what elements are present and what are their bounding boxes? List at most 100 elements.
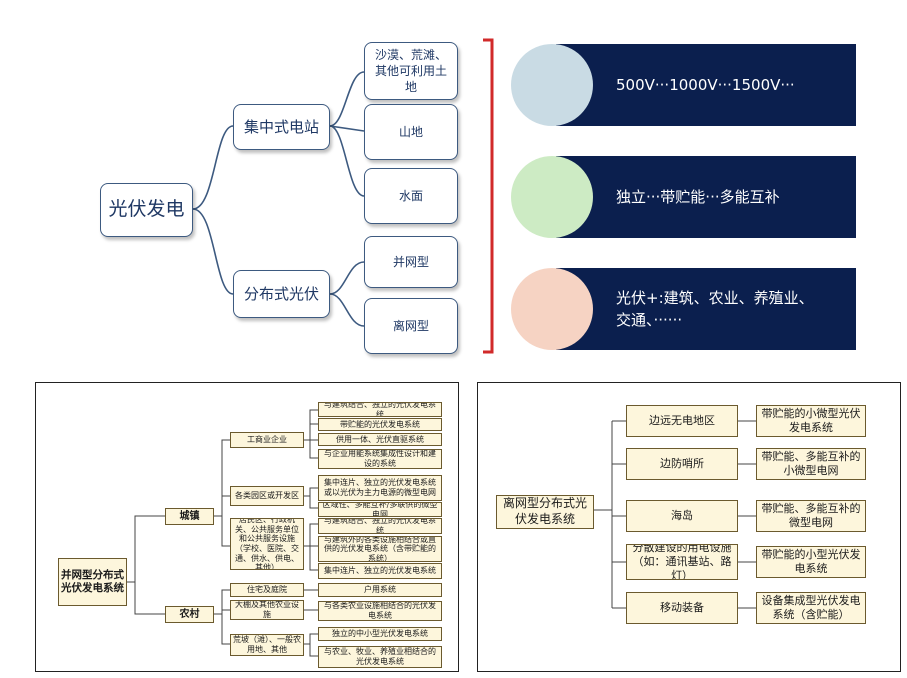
voltage-bar: 500V···1000V···1500V··· [556,44,856,126]
industry-item-1-label: 与建筑结合、独立的光伏发电系统 [324,402,436,417]
industry-item-2: 带贮能的光伏发电系统 [318,418,442,431]
storage-bar: 独立···带贮能···多能互补 [556,156,856,238]
housing-item-1: 户用系统 [318,583,442,597]
leaf-grid: 并网型 [364,236,458,288]
group-residential: 居民区、行政机关、公共服务单位和公共服务设施（学校、医院、交通、供水、供电、其他… [230,518,304,570]
park-item-1: 集中连片、独立的光伏发电系统或以光伏为主力电源的微型电网 [318,475,442,501]
leaf-offgrid: 离网型 [364,298,458,354]
place-facilities-label: 分散建设的用电设施（如：通讯基站、路灯） [632,544,732,580]
connector-centralized-water [329,125,365,197]
group-greenhouse: 大棚及其他农业设施 [230,600,304,620]
system-island-label: 带贮能、多能互补的微型电网 [761,501,861,529]
leaf-mountain-label: 山地 [398,124,423,139]
system-mobile-label: 设备集成型光伏发电系统（含贮能） [761,593,861,621]
place-facilities: 分散建设的用电设施（如：通讯基站、路灯） [626,544,738,580]
system-facilities: 带贮能的小型光伏发电系统 [756,546,866,578]
place-border: 边防哨所 [626,448,738,480]
residential-item-3: 集中连片、独立的光伏发电系统 [318,563,442,579]
offgrid-root-label: 离网型分布式光伏发电系统 [502,496,587,526]
wasteland-item-1-label: 独立的中小型光伏发电系统 [332,629,428,639]
root-label: 光伏发电 [108,198,185,221]
industry-item-1: 与建筑结合、独立的光伏发电系统 [318,402,442,417]
connector-root-distributed [192,208,234,295]
park-item-1-label: 集中连片、独立的光伏发电系统或以光伏为主力电源的微型电网 [324,478,436,497]
group-wasteland-label: 荒坡（滩）、一般农用地、其他 [233,635,301,654]
place-island: 海岛 [626,500,738,532]
distributed-node: 分布式光伏 [233,270,330,318]
system-island: 带贮能、多能互补的微型电网 [756,500,866,532]
system-facilities-label: 带贮能的小型光伏发电系统 [761,547,861,575]
connector-centralized-mountain [329,125,365,132]
place-remote: 边远无电地区 [626,405,738,437]
leaf-water: 水面 [364,168,458,224]
connector-centralized-desert [329,71,365,127]
offgrid-root-node: 离网型分布式光伏发电系统 [496,495,594,529]
root-node: 光伏发电 [100,183,193,237]
centralized-label: 集中式电站 [243,117,319,136]
greenhouse-item-1-label: 与各类农业设施相结合的光伏发电系统 [324,601,436,620]
grid-cities-node: 城镇 [165,508,214,525]
grid-rural-label: 农村 [179,608,200,620]
wasteland-item-1: 独立的中小型光伏发电系统 [318,627,442,641]
group-industry: 工商业企业 [230,432,304,448]
residential-item-2: 与建筑外的各类设施相结合或直供的光伏发电系统（含带贮能的系统） [318,536,442,562]
distributed-label: 分布式光伏 [243,284,319,303]
grid-cities-label: 城镇 [179,510,200,522]
industry-item-3: 供用一体、光伏直驱系统 [318,433,442,446]
leaf-grid-label: 并网型 [392,254,429,269]
connector-root-centralized [192,125,234,210]
group-wasteland: 荒坡（滩）、一般农用地、其他 [230,634,304,656]
system-remote-label: 带贮能的小微型光伏发电系统 [761,406,861,434]
grid-root-label: 并网型分布式光伏发电系统 [61,569,124,594]
leaf-desert: 沙漠、荒滩、其他可利用土地 [364,42,458,100]
system-border: 带贮能、多能互补的小微型电网 [756,448,866,480]
red-bracket [483,38,494,354]
residential-item-1: 与建筑结合、独立的光伏发电系统 [318,518,442,534]
connector-distributed-grid [329,261,365,295]
group-residential-label: 居民区、行政机关、公共服务单位和公共服务设施（学校、医院、交通、供水、供电、其他… [235,518,299,570]
industry-item-4-label: 与企业用能系统集成性设计和建设的系统 [324,449,436,468]
storage-bar-text: 独立···带贮能···多能互补 [616,187,780,206]
residential-item-1-label: 与建筑结合、独立的光伏发电系统 [324,518,436,534]
centralized-node: 集中式电站 [233,104,330,150]
leaf-water-label: 水面 [398,188,423,203]
system-remote: 带贮能的小微型光伏发电系统 [756,405,866,437]
group-park-label: 各类园区或开发区 [235,491,299,501]
place-remote-label: 边远无电地区 [649,413,715,427]
wasteland-item-2: 与农业、牧业、养殖业相结合的光伏发电系统 [318,646,442,668]
group-industry-label: 工商业企业 [247,435,287,445]
industry-item-3-label: 供用一体、光伏直驱系统 [336,434,424,444]
place-border-label: 边防哨所 [660,456,704,470]
industry-item-2-label: 带贮能的光伏发电系统 [340,419,420,429]
system-border-label: 带贮能、多能互补的小微型电网 [761,449,861,477]
residential-item-3-label: 集中连片、独立的光伏发电系统 [324,566,436,576]
industry-item-4: 与企业用能系统集成性设计和建设的系统 [318,449,442,469]
wasteland-item-2-label: 与农业、牧业、养殖业相结合的光伏发电系统 [324,647,436,666]
leaf-offgrid-label: 离网型 [392,318,429,333]
grid-root-node: 并网型分布式光伏发电系统 [58,558,127,606]
pv-plus-bar: 光伏+:建筑、农业、养殖业、交通、······ [556,268,856,350]
system-mobile: 设备集成型光伏发电系统（含贮能） [756,592,866,624]
group-park: 各类园区或开发区 [230,486,304,506]
green-circle [511,156,593,238]
park-item-2-label: 区域性、多能互补/多联供的微型电网 [322,502,438,517]
pv-plus-bar-text: 光伏+:建筑、农业、养殖业、交通、······ [616,288,814,330]
leaf-desert-label: 沙漠、荒滩、其他可利用土地 [374,47,447,95]
group-housing-label: 住宅及庭院 [247,585,287,595]
park-item-2: 区域性、多能互补/多联供的微型电网 [318,502,442,517]
group-housing: 住宅及庭院 [230,583,304,597]
place-mobile-label: 移动装备 [660,600,704,614]
housing-item-1-label: 户用系统 [364,585,396,595]
residential-item-2-label: 与建筑外的各类设施相结合或直供的光伏发电系统（含带贮能的系统） [324,536,436,562]
place-mobile: 移动装备 [626,592,738,624]
peach-circle [511,268,593,350]
greenhouse-item-1: 与各类农业设施相结合的光伏发电系统 [318,601,442,621]
connector-distributed-offgrid [329,293,365,327]
group-greenhouse-label: 大棚及其他农业设施 [235,600,299,619]
leaf-mountain: 山地 [364,104,458,160]
grid-rural-node: 农村 [165,606,214,623]
blue-circle [511,44,593,126]
